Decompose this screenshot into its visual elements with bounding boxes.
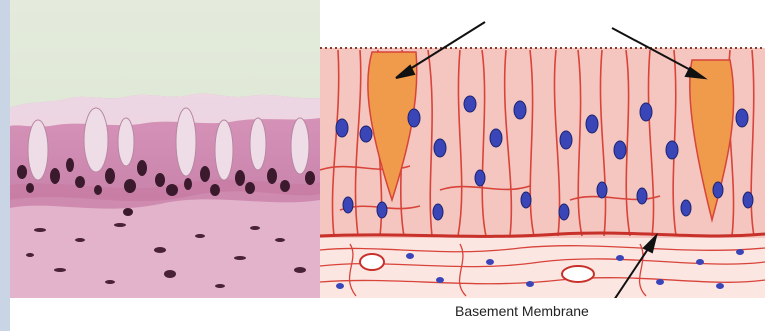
micrograph-panel bbox=[10, 0, 320, 298]
micrograph-image bbox=[10, 0, 320, 298]
basement-membrane-label: Basement Membrane bbox=[455, 303, 589, 319]
blood-vessel bbox=[360, 254, 384, 270]
diagram-panel bbox=[320, 0, 765, 298]
epithelium-drawing bbox=[320, 0, 765, 298]
blood-vessel bbox=[562, 266, 594, 282]
page-edge-bar bbox=[0, 0, 10, 331]
connective-tissue bbox=[10, 191, 320, 298]
